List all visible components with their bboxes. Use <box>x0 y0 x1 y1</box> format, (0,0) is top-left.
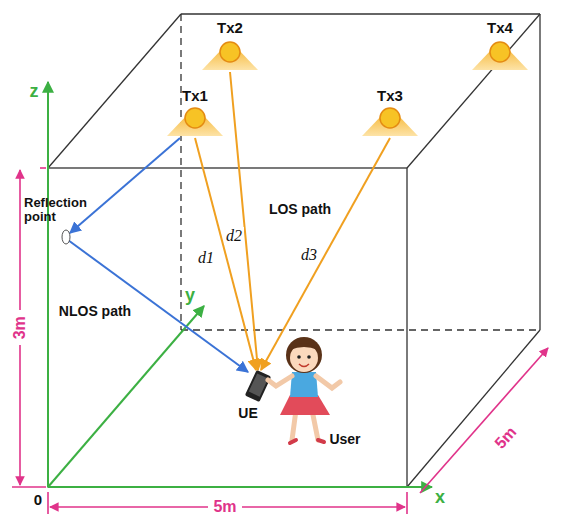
led-lamp <box>362 108 418 136</box>
dimension-label: 5m <box>492 424 521 453</box>
reflection-point <box>62 230 70 244</box>
axes <box>48 82 432 487</box>
distance-label: d3 <box>299 246 319 264</box>
dimension-lines <box>12 168 548 514</box>
axis-label: y <box>185 286 195 306</box>
transmitter-label: Tx2 <box>217 20 243 37</box>
transmitter-label: Tx1 <box>182 88 208 105</box>
led-lamp <box>167 108 223 136</box>
led-lamp <box>202 42 258 70</box>
led-lamp <box>472 42 528 70</box>
dimension-label: 3m <box>11 316 29 339</box>
phone <box>245 370 271 402</box>
nlos-path <box>68 138 248 372</box>
transmitter-label: Tx4 <box>487 20 513 37</box>
axis-label: x <box>435 488 445 508</box>
transmitter-label: Tx3 <box>377 88 403 105</box>
distance-label: d1 <box>196 249 216 267</box>
path-label: NLOS path <box>59 304 131 319</box>
axis-label: z <box>30 82 39 102</box>
origin-label: 0 <box>34 492 42 509</box>
los-paths <box>195 72 390 370</box>
user-label: User <box>329 432 360 447</box>
user-figure <box>268 337 340 443</box>
reflection-label: Reflection point <box>24 196 96 225</box>
room-outline <box>48 14 540 487</box>
path-label: LOS path <box>269 202 331 217</box>
dimension-label: 5m <box>213 498 236 516</box>
device-label: UE <box>238 406 257 421</box>
distance-label: d2 <box>224 227 244 245</box>
